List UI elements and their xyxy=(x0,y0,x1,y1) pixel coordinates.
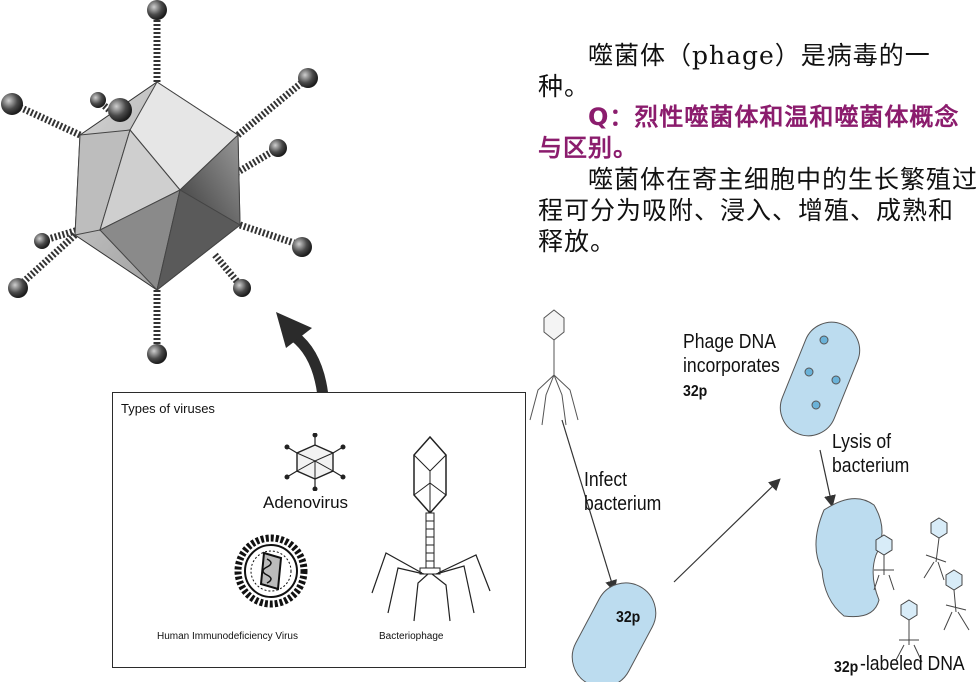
hiv-icon xyxy=(234,534,308,608)
panel-title: Types of viruses xyxy=(121,401,215,416)
icosahedral-virus-illustration xyxy=(1,0,318,364)
bacterium-32p-label: 32p xyxy=(616,609,641,626)
phage-dna-label: Phage DNA incorporates xyxy=(683,331,780,377)
bacteriophage-label: Bacteriophage xyxy=(379,631,444,642)
adenovirus-icon xyxy=(284,433,346,491)
infect-bacterium-label: Infect bacterium xyxy=(584,469,662,515)
intro-text-block: 噬菌体（phage）是病毒的一种。 Q：烈性噬菌体和温和噬菌体概念与区别。 噬菌… xyxy=(538,40,978,257)
question-text: Q：烈性噬菌体和温和噬菌体概念与区别。 xyxy=(538,103,960,162)
labeled-dna-marker: 32p xyxy=(834,659,859,676)
bacteriophage-icon xyxy=(371,435,491,622)
lysis-label: Lysis of bacterium xyxy=(832,431,910,477)
phage-dna-32p-label: 32p xyxy=(683,383,708,400)
reproduction-text: 噬菌体在寄主细胞中的生长繁殖过程可分为吸附、浸入、增殖、成熟和释放。 xyxy=(538,165,979,256)
hiv-label: Human Immunodeficiency Virus xyxy=(157,631,298,642)
types-of-viruses-panel: Types of viruses Adenovirus Human Immuno… xyxy=(112,392,526,668)
phage-definition-text: 噬菌体（phage）是病毒的一种。 xyxy=(538,41,931,101)
adenovirus-label: Adenovirus xyxy=(263,493,349,512)
labeled-dna-label: -labeled DNA xyxy=(860,653,965,675)
phage-infection-diagram xyxy=(529,309,970,682)
